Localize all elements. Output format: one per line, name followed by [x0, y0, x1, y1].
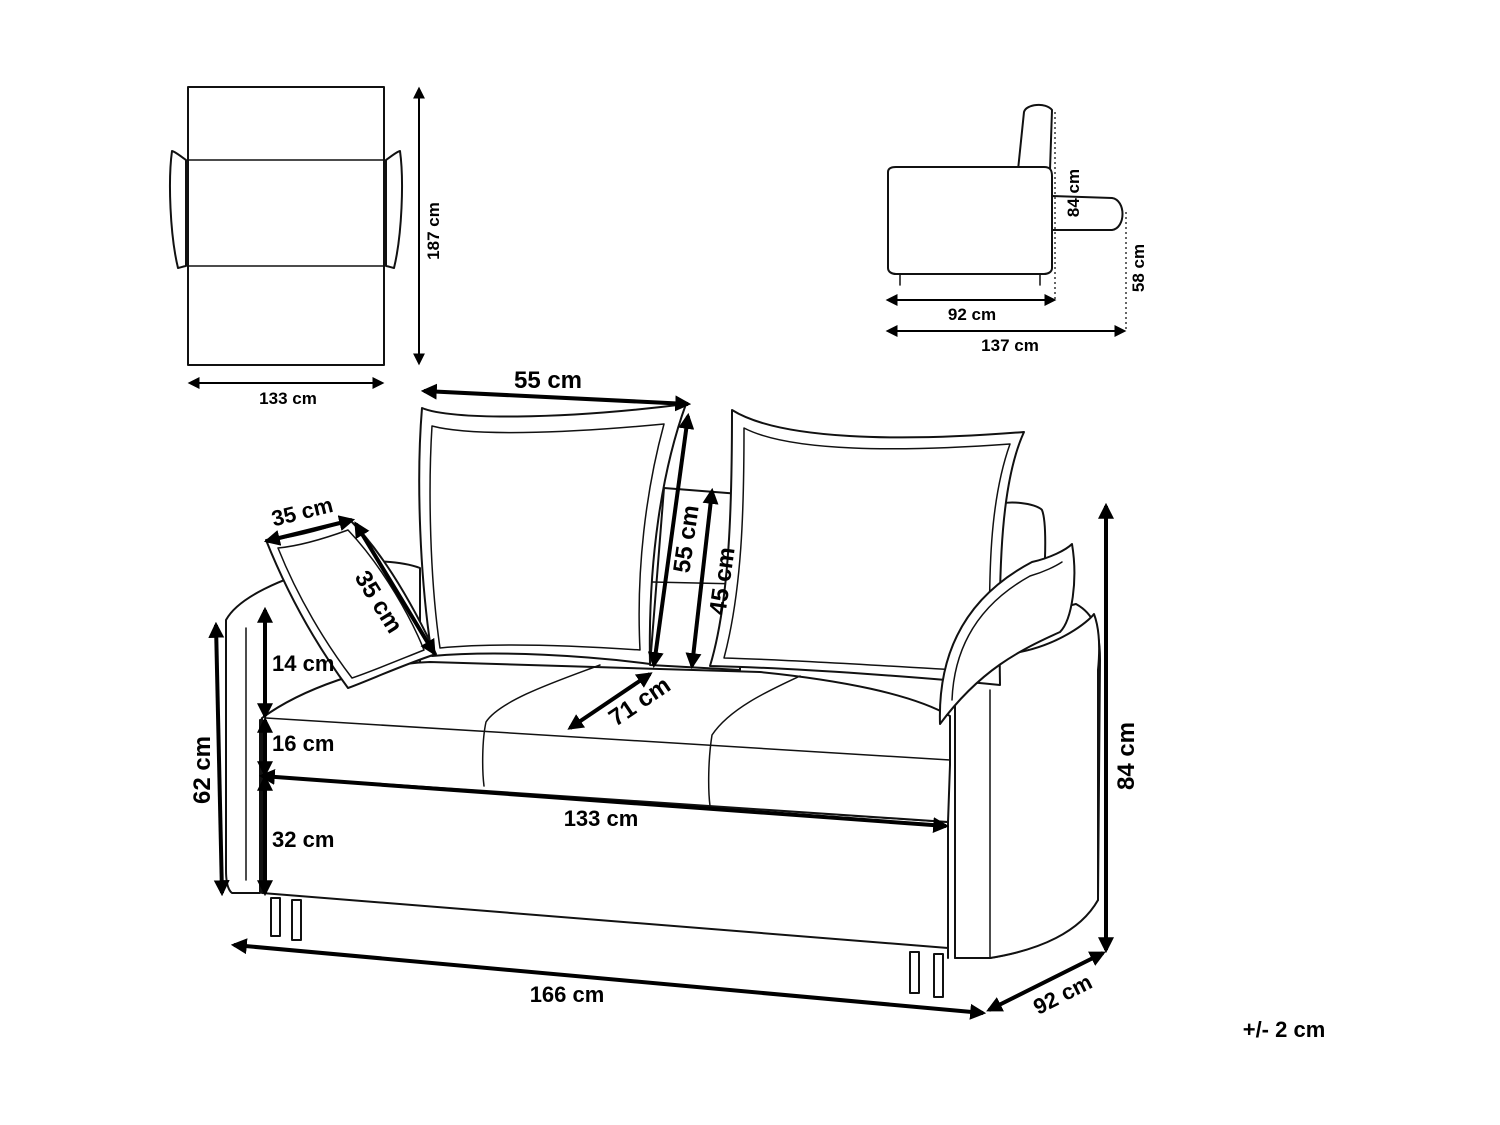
- seat-depth-arrow: [567, 672, 653, 730]
- side-view-footrest: [1051, 195, 1124, 231]
- sofa-leg-front-left-1: [270, 897, 281, 937]
- sofa-leg-front-right-1: [909, 951, 920, 994]
- side-view-height-label: 84 cm: [1064, 169, 1083, 217]
- seat-width-arrow: [258, 768, 950, 834]
- top-view-bed-frame: [187, 86, 385, 366]
- seat-cushion-seam-left: [481, 664, 601, 787]
- seat-width-label: 133 cm: [564, 806, 639, 831]
- side-view-depth-label: 92 cm: [948, 305, 996, 324]
- back-cushion-left: [418, 403, 687, 665]
- total-depth-label: 92 cm: [1029, 969, 1096, 1020]
- base-height-label: 32 cm: [272, 827, 334, 852]
- seat-cushion-height-label: 16 cm: [272, 731, 334, 756]
- total-width-arrow: [230, 938, 987, 1020]
- total-depth-arrow: [986, 951, 1106, 1012]
- seat-height-arrow: [208, 621, 230, 897]
- sofa-leg-front-left-2: [291, 899, 302, 941]
- back-cushion-width-arrow: [420, 383, 692, 412]
- sofa-leg-front-right-2: [933, 953, 944, 998]
- side-view-body: [887, 166, 1053, 275]
- back-cushion-width-label: 55 cm: [514, 367, 582, 394]
- total-width-label: 166 cm: [530, 982, 605, 1007]
- seat-cushion-top-edge: [265, 717, 951, 761]
- armrest-height-label: 14 cm: [272, 651, 334, 676]
- side-view-seat-height-label: 58 cm: [1129, 244, 1148, 292]
- side-view-extended-depth-label: 137 cm: [981, 336, 1039, 355]
- top-view-right-armrest: [385, 150, 403, 269]
- pillow-width-arrow: [263, 515, 356, 546]
- tolerance-label: +/- 2 cm: [1243, 1017, 1326, 1042]
- seat-height-label: 62 cm: [189, 736, 216, 804]
- top-view-width-label: 133 cm: [259, 389, 317, 408]
- back-cushion-height-arrow: [647, 412, 695, 669]
- throw-pillow-right: [938, 543, 1076, 725]
- main-view: 55 cm 55 cm 45 cm 35 cm 35 cm 14 cm 16 c…: [189, 367, 1140, 1020]
- top-view-left-armrest: [169, 150, 187, 269]
- side-view: 92 cm 137 cm 84 cm 58 cm: [885, 104, 1148, 355]
- top-view-length-label: 187 cm: [424, 202, 443, 260]
- pillow-height-arrow: [354, 521, 436, 656]
- backrest-height-arrow: [685, 487, 719, 670]
- total-height-label: 84 cm: [1113, 722, 1140, 790]
- back-cushion-right: [709, 409, 1025, 686]
- side-view-backrest: [1017, 104, 1053, 171]
- top-view: 133 cm 187 cm: [169, 86, 443, 408]
- throw-pillow-right-piping: [951, 561, 1063, 701]
